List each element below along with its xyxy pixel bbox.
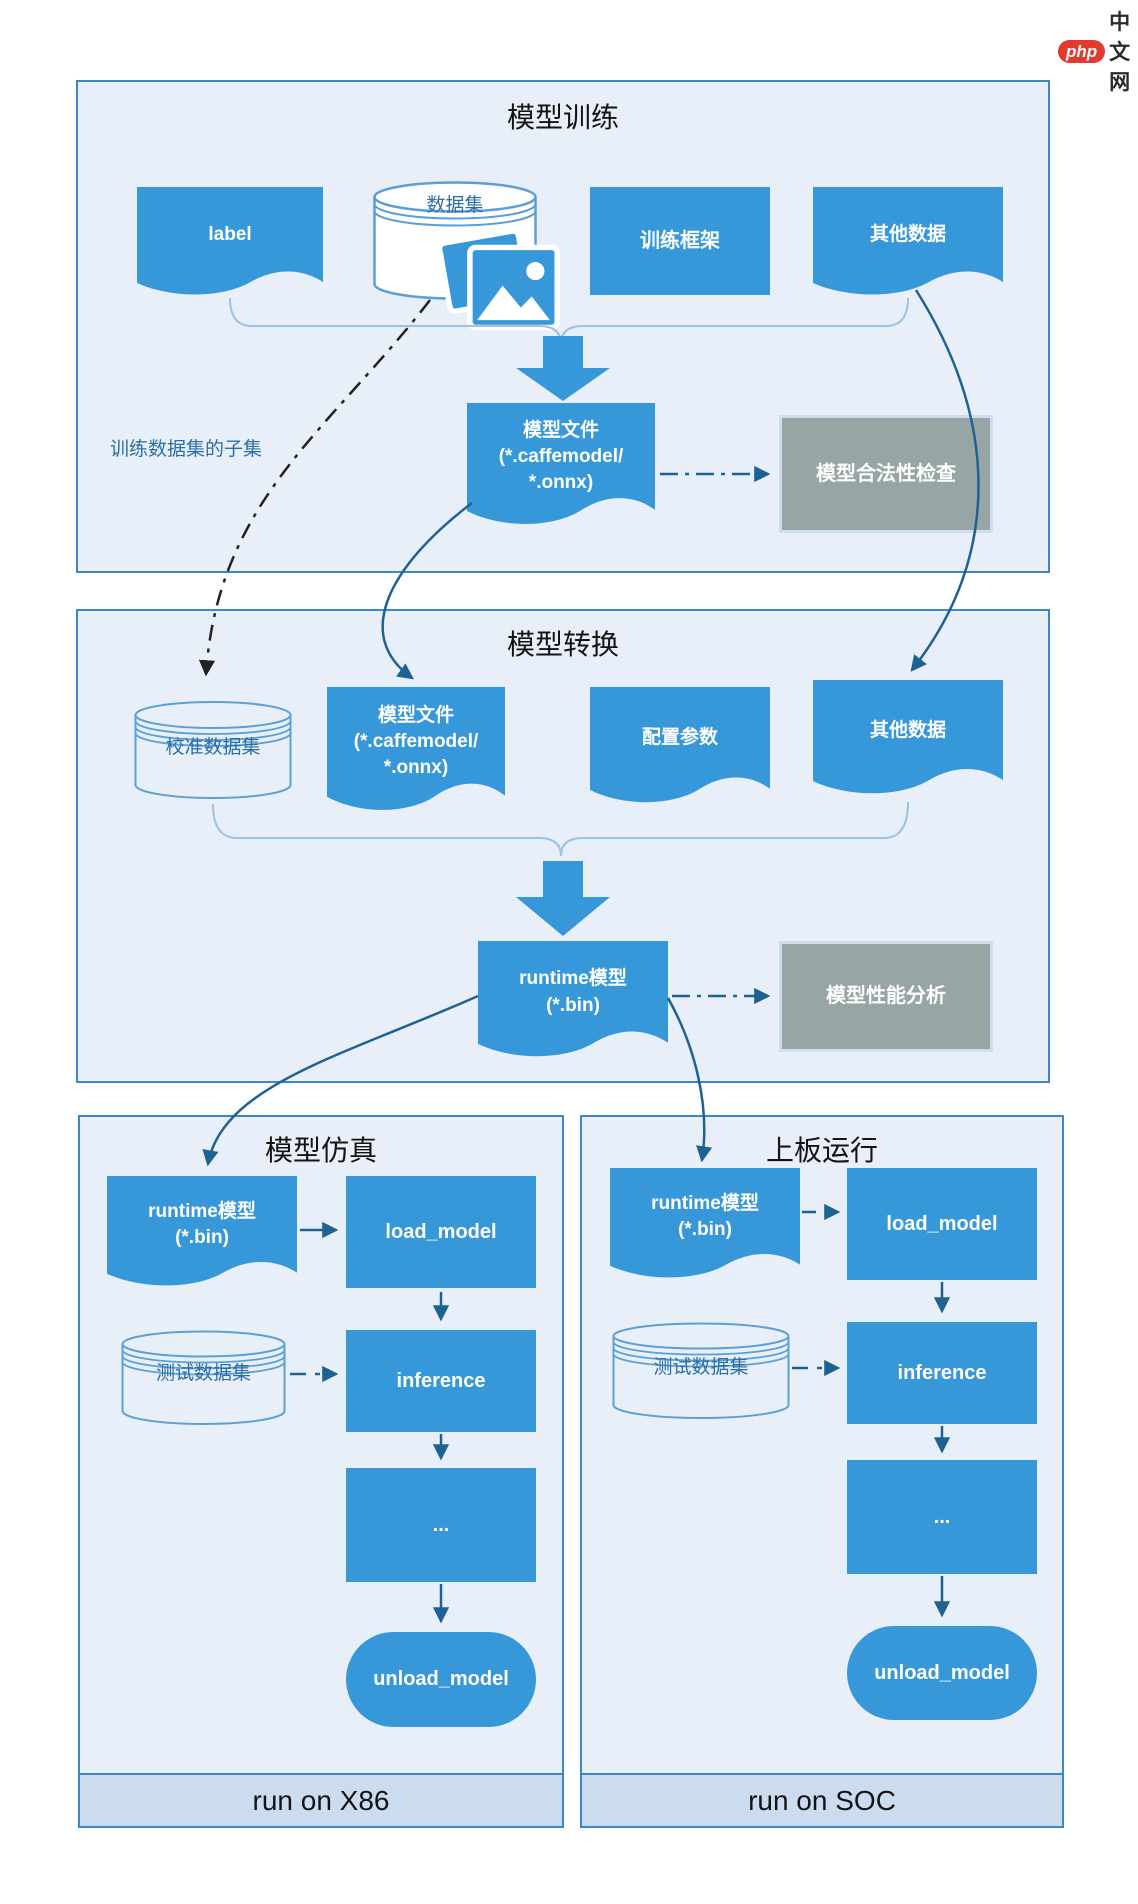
inference-node-simulation: inference (346, 1330, 536, 1432)
ellipsis-node-simulation: ... (346, 1468, 536, 1582)
test-dataset-cylinder-board: 测试数据集 (612, 1322, 790, 1420)
cylinder-body (134, 715, 292, 799)
cylinder-body (121, 1344, 286, 1425)
cylinder-shape (121, 1330, 286, 1425)
document-shape-path (467, 403, 655, 524)
php-logo-badge: php (1058, 39, 1106, 63)
cylinder-top (612, 1322, 790, 1350)
panel-title-simulation: 模型仿真 (264, 1135, 377, 1166)
model-file-label: 模型文件 (*.caffemodel/ *.onnx) (498, 419, 624, 494)
cylinder-shape (134, 701, 292, 799)
runtime-model-label: runtime模型 (*.bin) (519, 968, 627, 1016)
document-shape-path (107, 1176, 297, 1286)
test-dataset-label: 测试数据集 (155, 1363, 251, 1384)
dataset-cylinder-node: 数据集 (373, 180, 560, 331)
other-data-node-training: 其他数据 (813, 187, 1003, 299)
document-shape-path (137, 187, 323, 295)
site-logo[interactable]: php 中文网 (1058, 6, 1138, 96)
cylinder-shape (612, 1322, 790, 1419)
unload-model-node-board: unload_model (847, 1626, 1037, 1720)
label-document-node: label (137, 187, 323, 299)
load-model-label: load_model (886, 1212, 998, 1235)
footer-run-on-soc: run on SOC (580, 1773, 1064, 1828)
cylinder-rim (373, 210, 537, 227)
calibration-dataset-cylinder: 校准数据集 (134, 700, 292, 800)
document-shape (327, 687, 505, 810)
runtime-model-label: runtime模型 (*.bin) (148, 1200, 256, 1249)
ellipsis-label: ... (933, 1505, 951, 1528)
cylinder-rim (134, 732, 292, 747)
cylinder-body (612, 1336, 790, 1419)
document-shape (137, 187, 323, 295)
document-shape (590, 687, 770, 803)
other-data-label: 其他数据 (869, 719, 946, 741)
config-params-label: 配置参数 (641, 727, 718, 749)
model-validity-check-node: 模型合法性检查 (779, 415, 993, 533)
cylinder-rim (612, 1341, 790, 1356)
site-logo-text: 中文网 (1109, 11, 1132, 94)
test-dataset-cylinder-simulation: 测试数据集 (121, 1330, 286, 1426)
panel-title-training: 模型训练 (506, 102, 619, 133)
unload-model-node-simulation: unload_model (346, 1632, 536, 1727)
cylinder-rim (134, 726, 292, 741)
unload-model-label: unload_model (373, 1668, 509, 1690)
document-shape-path (590, 687, 770, 803)
model-performance-label: 模型性能分析 (826, 985, 946, 1007)
runtime-model-node-conversion: runtime模型 (*.bin) (478, 941, 668, 1061)
cylinder-top (121, 1330, 286, 1358)
model-file-node-conversion: 模型文件 (*.caffemodel/ *.onnx) (327, 687, 505, 815)
document-shape (813, 680, 1003, 794)
cylinder-rim (134, 720, 292, 735)
cylinder-rim (121, 1349, 286, 1364)
label-doc-text: label (208, 224, 252, 246)
panel-title-conversion: 模型转换 (506, 629, 619, 660)
model-file-node-training: 模型文件 (*.caffemodel/ *.onnx) (467, 403, 655, 529)
other-data-node-conversion: 其他数据 (813, 680, 1003, 798)
inference-label: inference (396, 1369, 486, 1392)
cylinder-top (134, 701, 292, 729)
runtime-model-node-simulation: runtime模型 (*.bin) (107, 1176, 297, 1290)
model-performance-node: 模型性能分析 (779, 941, 993, 1052)
config-params-node: 配置参数 (590, 687, 770, 807)
cylinder-rim (121, 1361, 286, 1376)
runtime-model-node-board: runtime模型 (*.bin) (610, 1168, 800, 1282)
sun-dot (526, 262, 545, 281)
ellipsis-node-board: ... (847, 1460, 1037, 1574)
cylinder-top (373, 181, 537, 213)
cylinder-rim (121, 1355, 286, 1370)
load-model-node-simulation: load_model (346, 1176, 536, 1288)
model-file-label: 模型文件 (*.caffemodel/ *.onnx) (353, 704, 479, 779)
document-shape (813, 187, 1003, 295)
photos-icon (436, 228, 560, 331)
panel-title-board: 上板运行 (765, 1135, 878, 1166)
load-model-label: load_model (385, 1220, 497, 1243)
inference-node-board: inference (847, 1322, 1037, 1424)
training-subset-note: 训练数据集的子集 (110, 439, 263, 460)
ellipsis-label: ... (432, 1513, 450, 1536)
document-shape-path (610, 1168, 800, 1278)
other-data-label: 其他数据 (869, 224, 946, 246)
footer-run-on-x86: run on X86 (78, 1773, 564, 1828)
test-dataset-label: 测试数据集 (653, 1357, 749, 1378)
document-shape-path (813, 680, 1003, 794)
cylinder-rim (612, 1347, 790, 1362)
cylinder-rim (373, 203, 537, 220)
calibration-dataset-label: 校准数据集 (165, 737, 261, 758)
unload-model-label: unload_model (874, 1661, 1010, 1684)
training-framework-label: 训练框架 (640, 229, 720, 252)
document-shape (610, 1168, 800, 1278)
dataset-label: 数据集 (426, 195, 484, 216)
training-framework-node: 训练框架 (590, 187, 770, 295)
document-shape (107, 1176, 297, 1286)
document-shape (467, 403, 655, 524)
document-shape-path (813, 187, 1003, 295)
document-shape (478, 941, 668, 1057)
inference-label: inference (897, 1361, 987, 1384)
cylinder-rim (612, 1353, 790, 1368)
document-shape-path (478, 941, 668, 1057)
document-shape-path (327, 687, 505, 810)
load-model-node-board: load_model (847, 1168, 1037, 1280)
model-validity-check-label: 模型合法性检查 (816, 462, 956, 485)
runtime-model-label: runtime模型 (*.bin) (651, 1192, 759, 1241)
